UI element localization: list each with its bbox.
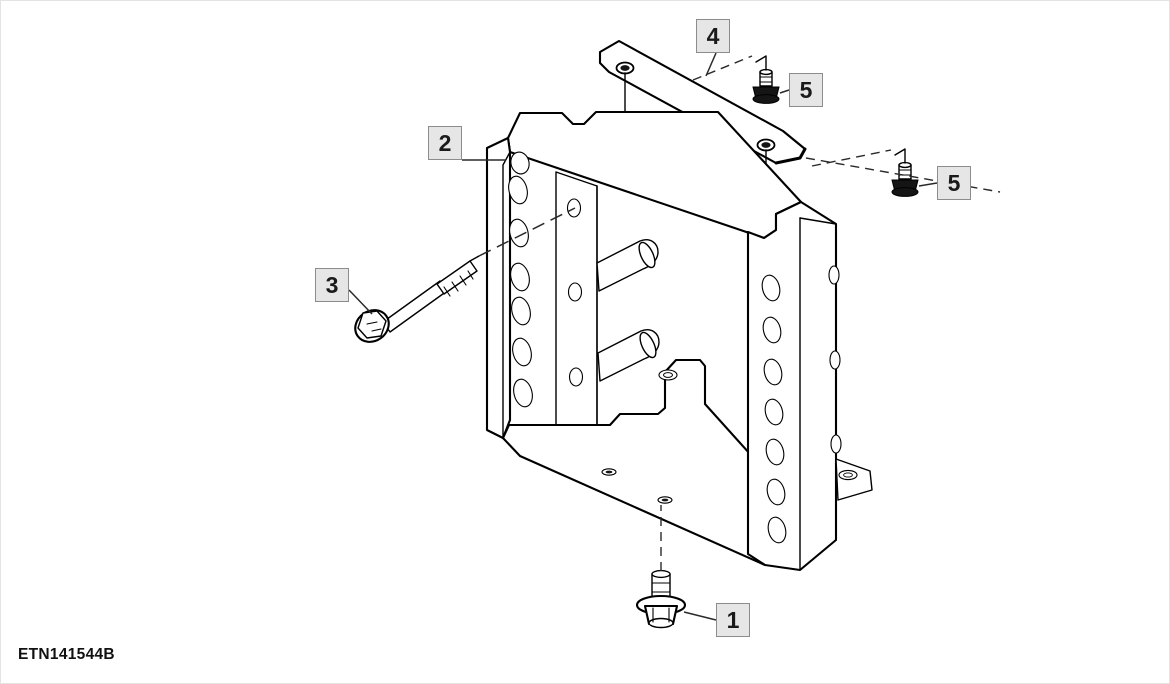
right-arm-rear-holes [828,265,842,454]
callout-5-upper[interactable]: 5 [789,73,823,107]
part-4-strap-plate [598,39,807,165]
assembly-alignment-lines [478,55,1001,571]
part-3-hex-flange-bolt [354,255,480,343]
left-arm-slot-holes [508,151,533,408]
part-5a-flange-nut-upper [752,68,780,104]
callout-5-lower[interactable]: 5 [937,166,971,200]
part-1-flange-bolt [635,569,687,629]
figure-caption: ETN141544B [18,646,115,663]
callout-leader-lines [348,52,938,621]
bracket-cylindrical-pins [596,239,660,382]
callout-4[interactable]: 4 [696,19,730,53]
callout-1[interactable]: 1 [716,603,750,637]
right-arm-slot-holes [761,274,787,544]
callout-2[interactable]: 2 [428,126,462,160]
part-2-u-bracket [485,110,873,572]
right-mounting-tab [835,458,873,501]
part-5b-flange-nut-lower [891,161,919,197]
callout-3[interactable]: 3 [315,268,349,302]
